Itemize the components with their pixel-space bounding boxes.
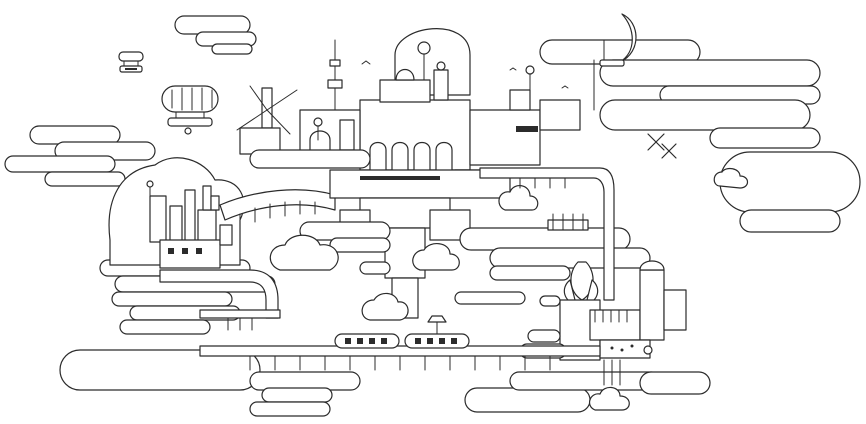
crescent-moon-icon	[593, 13, 637, 111]
flower-icon	[525, 65, 535, 93]
cloud-icon	[174, 15, 257, 55]
right-structures	[479, 133, 677, 301]
pipe-icon	[479, 167, 615, 301]
cloud-icon	[4, 125, 156, 187]
train-car-icon	[334, 333, 400, 349]
small-airship	[118, 51, 144, 73]
crossed-x-icon	[647, 133, 677, 159]
tower-icon	[327, 39, 343, 111]
left-hill-buildings	[108, 157, 245, 269]
windmill-icon	[236, 85, 298, 155]
central-clouds	[249, 149, 749, 321]
train-car-icon	[404, 315, 470, 349]
cloud-icon	[464, 371, 711, 413]
central-city	[236, 28, 581, 319]
pipe-icon	[159, 269, 281, 331]
blimp-icon	[161, 85, 219, 135]
background-clouds	[4, 15, 861, 417]
bridge	[219, 189, 336, 229]
cloud-icon	[539, 39, 861, 233]
bird-icon	[361, 60, 569, 89]
flower-icon	[313, 117, 323, 141]
tree-icon	[563, 261, 599, 305]
cloud-icon	[59, 349, 361, 417]
bottom-rail	[199, 315, 601, 371]
fence	[547, 213, 589, 231]
